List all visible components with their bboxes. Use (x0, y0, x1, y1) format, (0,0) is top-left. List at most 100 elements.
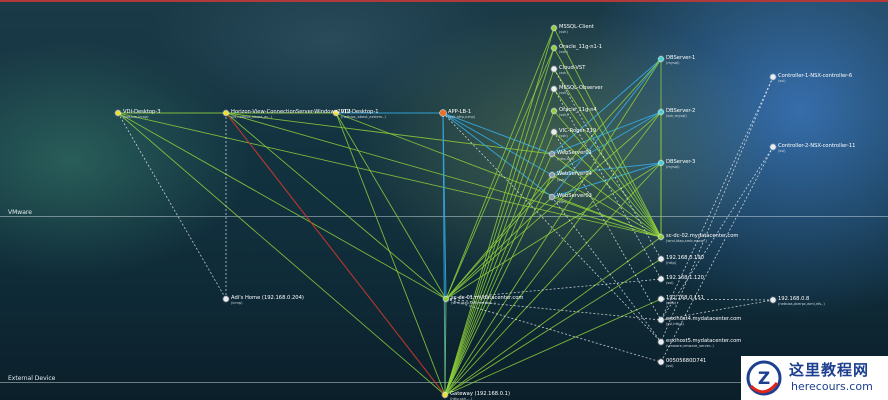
node-esxi5[interactable] (657, 338, 665, 346)
node-ora1[interactable] (550, 44, 558, 52)
node-vdi3[interactable] (114, 109, 122, 117)
node-protocols-vic: (ssh) (559, 134, 568, 138)
nodes-layer (114, 24, 777, 399)
node-label-gw: Gateway (192.168.0.1) (450, 391, 510, 397)
node-label-ctrl11: Controller-2-NSX-controller-11 (778, 143, 856, 149)
link-scdc01-esxi4 (445, 298, 662, 321)
host-icon (658, 359, 664, 365)
database-icon (658, 109, 664, 115)
node-esxi4[interactable] (657, 316, 665, 324)
controller-icon (770, 74, 776, 80)
link-scdc02-gw (444, 236, 662, 396)
node-horizon[interactable] (222, 109, 230, 117)
controller-icon (770, 144, 776, 150)
node-mac[interactable] (657, 358, 665, 366)
host-icon (658, 317, 664, 323)
link-cloudvst-ip190 (553, 68, 662, 260)
link-web01-scdc02 (551, 153, 662, 238)
node-ora4[interactable] (550, 107, 558, 115)
node-protocols-cloudvst: (ssh) (559, 71, 568, 75)
database-icon (658, 56, 664, 62)
vm-node-icon (551, 45, 557, 51)
node-db3[interactable] (657, 159, 665, 167)
node-protocols-esxi4: (ssl,https) (666, 322, 684, 326)
node-db2[interactable] (657, 108, 665, 116)
link-vdi1-scdc01 (335, 112, 447, 300)
node-label-esxi4: esxihost4.mydatacenter.com (666, 316, 742, 322)
link-applb-web01 (442, 112, 553, 155)
node-scdc02[interactable] (657, 233, 665, 241)
node-ip190[interactable] (657, 255, 665, 263)
node-adi[interactable] (222, 295, 230, 303)
node-mssqlc[interactable] (550, 24, 558, 32)
node-protocols-esxi5: (vmware,vmware_server..) (666, 344, 714, 348)
link-web04-scdc01 (445, 174, 553, 300)
node-applb[interactable] (439, 109, 447, 117)
node-label-mssqlo: MSSQL-Observer (559, 85, 603, 91)
link-web01-db2 (551, 111, 662, 155)
node-protocols-ctrl6: (ssl) (778, 79, 786, 83)
link-db3-scdc01 (445, 162, 662, 300)
host-icon (658, 296, 664, 302)
link-vdi3-adi (117, 112, 227, 300)
vm-node-icon (551, 66, 557, 72)
link-web03-scdc02 (551, 196, 662, 238)
node-label-db1: DBServer-1 (666, 55, 696, 61)
node-label-web03: WebServer03 (557, 193, 592, 199)
node-protocols-ip8: (netbios,dcerpc,wmi,nfs..) (778, 302, 825, 306)
node-protocols-applb: (ssh,http,icmp) (448, 115, 476, 119)
node-protocols-scdc02: (wmi,ldap,smb,mssq..) (666, 239, 707, 243)
node-ip8[interactable] (769, 296, 777, 304)
node-ctrl11[interactable] (769, 143, 777, 151)
link-vic-gw (444, 131, 555, 396)
node-ctrl6[interactable] (769, 73, 777, 81)
node-protocols-web01: (http,ssh) (557, 157, 575, 161)
link-ora1-gw (444, 47, 555, 396)
node-vic[interactable] (550, 128, 558, 136)
node-vdi1[interactable] (332, 109, 340, 117)
node-web01[interactable] (548, 150, 556, 158)
node-label-vdi1: VDI-Desktop-1 (341, 109, 379, 115)
node-label-ora4: Oracle_11g-n4 (559, 107, 597, 113)
node-web04[interactable] (548, 171, 556, 179)
node-web03[interactable] (548, 193, 556, 201)
host-icon (223, 296, 229, 302)
link-ip8-ip151 (660, 298, 774, 301)
node-label-mssqlc: MSSQL-Client (559, 24, 594, 30)
node-scdc01[interactable] (442, 295, 450, 303)
node-protocols-mac: (ssl) (666, 364, 674, 368)
link-db2-scdc01 (445, 111, 662, 300)
node-label-horizon: Horizon-View-ConnectionServer-Windows201… (231, 109, 351, 115)
link-applb-web03 (442, 112, 553, 198)
node-mssqlo[interactable] (550, 85, 558, 93)
node-protocols-web03: (ssh) (557, 200, 566, 204)
node-ip151[interactable] (657, 295, 665, 303)
node-db1[interactable] (657, 55, 665, 63)
link-mssqlo-scdc02 (553, 88, 662, 238)
vm-node-icon (333, 110, 339, 116)
node-protocols-ora4: (ssh) (559, 113, 568, 117)
node-gw[interactable] (441, 391, 449, 399)
vm-node-icon (115, 110, 121, 116)
watermark-url: herecours.com (791, 380, 873, 393)
link-cloudvst-gw (444, 68, 555, 396)
database-icon (658, 160, 664, 166)
node-protocols-ip190: (http) (666, 261, 677, 265)
link-db1-scdc01 (445, 58, 662, 300)
node-cloudvst[interactable] (550, 65, 558, 73)
node-ip120[interactable] (657, 275, 665, 283)
node-protocols-scdc01: (wmi,ldap,smb,netbios..) (451, 301, 496, 305)
vm-node-icon (551, 129, 557, 135)
vmware-zone-label: VMware (8, 209, 32, 216)
link-horizon-scdc01 (225, 112, 447, 300)
link-ip190-gw (444, 258, 662, 396)
link-ip151-gw (444, 298, 662, 396)
watermark-logo-icon: Z (746, 360, 782, 396)
link-vdi1-gw (335, 112, 446, 396)
node-label-esxi5: esxihost5.mydatacenter.com (666, 338, 742, 344)
node-label-scdc02: sc-dc-02.mydatacenter.com (666, 233, 739, 239)
node-label-web04: WebServer04 (557, 171, 592, 177)
node-label-adi: Adi's Home (192.168.0.204) (231, 295, 304, 301)
host-icon (658, 276, 664, 282)
